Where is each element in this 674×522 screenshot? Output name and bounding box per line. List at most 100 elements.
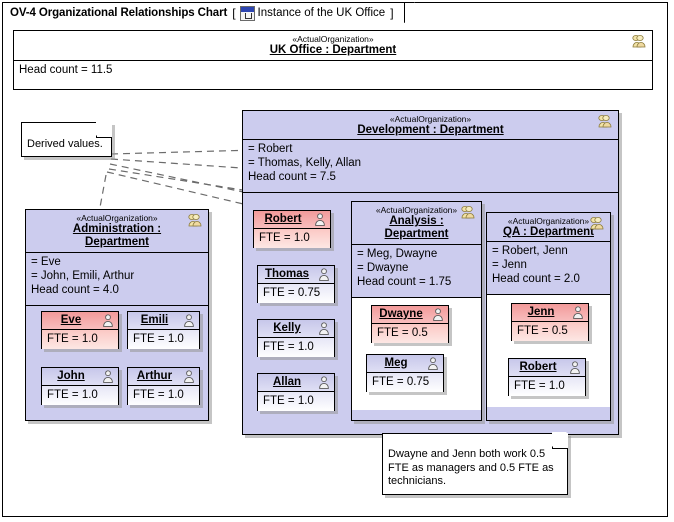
person-name: Meg — [384, 357, 408, 369]
administration-attribute-1: = Eve — [31, 256, 61, 268]
uk-office-stereotype: «ActualOrganization» — [292, 34, 374, 44]
person-figure-icon — [315, 213, 325, 226]
administration-attribute-3: Head count = 4.0 — [31, 284, 119, 296]
person-figure-icon — [433, 308, 443, 321]
person-box-meg[interactable]: Meg FTE = 0.75 — [366, 354, 444, 392]
person-name: John — [57, 370, 85, 382]
bracket-open: [ — [232, 6, 236, 20]
note-text: Derived values. — [27, 138, 103, 150]
qa-attribute-1: = Robert, Jenn — [492, 245, 568, 257]
person-box-robert-dev[interactable]: Robert FTE = 1.0 — [253, 210, 331, 248]
person-box-dwayne[interactable]: Dwayne FTE = 0.5 — [371, 305, 449, 343]
note-text: Dwayne and Jenn both work 0.5 FTE as man… — [388, 448, 554, 487]
organization-group-icon — [598, 115, 612, 128]
analysis-header: «ActualOrganization» Analysis : Departme… — [352, 202, 481, 245]
person-header: Eve — [42, 312, 118, 330]
development-stereotype: «ActualOrganization» — [389, 114, 472, 124]
analysis-name-line1: Analysis : — [389, 215, 444, 227]
person-box-kelly[interactable]: Kelly FTE = 1.0 — [257, 319, 335, 357]
person-fte: FTE = 1.0 — [258, 338, 334, 357]
person-header: Kelly — [258, 320, 334, 338]
org-box-uk-office[interactable]: «ActualOrganization» UK Office : Departm… — [13, 30, 653, 90]
person-fte: FTE = 1.0 — [128, 386, 199, 405]
person-name: Allan — [272, 376, 302, 388]
person-figure-icon — [103, 370, 113, 383]
person-header: John — [42, 368, 118, 386]
administration-attributes: = Eve = John, Emili, Arthur Head count =… — [26, 253, 208, 306]
qa-header: «ActualOrganization» QA : Department — [487, 213, 610, 242]
person-name: Eve — [60, 314, 82, 326]
analysis-name-line2: Department — [384, 228, 449, 240]
person-header: Jenn — [512, 304, 588, 322]
person-figure-icon — [319, 268, 329, 281]
analysis-attribute-2: = Dwayne — [357, 262, 409, 274]
development-attribute-3: Head count = 7.5 — [248, 171, 336, 183]
person-header: Robert — [254, 211, 330, 229]
person-figure-icon — [184, 370, 194, 383]
analysis-attribute-3: Head count = 1.75 — [357, 276, 452, 288]
person-fte: FTE = 0.75 — [367, 373, 443, 392]
person-box-eve[interactable]: Eve FTE = 1.0 — [41, 311, 119, 349]
development-name: Development : Department — [357, 124, 504, 136]
person-fte: FTE = 1.0 — [254, 229, 330, 248]
person-box-emili[interactable]: Emili FTE = 1.0 — [127, 311, 200, 349]
analysis-stereotype: «ActualOrganization» — [375, 205, 458, 215]
person-header: Meg — [367, 355, 443, 373]
person-box-allan[interactable]: Allan FTE = 1.0 — [257, 373, 335, 411]
analysis-attribute-1: = Meg, Dwayne — [357, 248, 438, 260]
person-box-arthur[interactable]: Arthur FTE = 1.0 — [127, 367, 200, 405]
administration-name-line1: Administration : — [72, 223, 162, 235]
instance-label: Instance of the UK Office — [257, 7, 386, 19]
person-box-thomas[interactable]: Thomas FTE = 0.75 — [257, 265, 335, 303]
organization-group-icon — [632, 35, 646, 48]
person-box-robert-qa[interactable]: Robert FTE = 1.0 — [508, 358, 586, 396]
person-header: Dwayne — [372, 306, 448, 324]
person-header: Thomas — [258, 266, 334, 284]
person-fte: FTE = 1.0 — [42, 330, 118, 349]
administration-stereotype: «ActualOrganization» — [76, 213, 158, 223]
organization-group-icon — [188, 214, 202, 227]
qa-attribute-3: Head count = 2.0 — [492, 273, 580, 285]
person-name: Kelly — [273, 322, 301, 334]
person-name: Emili — [140, 314, 169, 326]
person-figure-icon — [319, 322, 329, 335]
person-name: Robert — [519, 361, 557, 373]
diagram-title-tab: OV-4 Organizational Relationships Chart … — [2, 2, 415, 24]
person-name: Thomas — [264, 268, 310, 280]
person-fte: FTE = 1.0 — [128, 330, 199, 349]
person-name: Dwayne — [379, 308, 423, 320]
qa-attribute-2: = Jenn — [492, 259, 527, 271]
analysis-attributes: = Meg, Dwayne = Dwayne Head count = 1.75 — [352, 245, 481, 298]
person-fte: FTE = 0.75 — [258, 284, 334, 303]
administration-attribute-2: = John, Emili, Arthur — [31, 270, 135, 282]
person-box-john[interactable]: John FTE = 1.0 — [41, 367, 119, 405]
person-name: Jenn — [527, 306, 555, 318]
person-fte: FTE = 0.5 — [512, 322, 588, 341]
person-name: Robert — [264, 213, 302, 225]
person-header: Emili — [128, 312, 199, 330]
derived-values-note[interactable]: Derived values. — [21, 121, 112, 157]
note-fold-corner — [96, 121, 112, 138]
person-figure-icon — [428, 357, 438, 370]
development-attribute-2: = Thomas, Kelly, Allan — [248, 157, 362, 169]
person-fte: FTE = 1.0 — [42, 386, 118, 405]
person-figure-icon — [573, 306, 583, 319]
bracket-close: ] — [390, 6, 394, 20]
instance-diagram-icon — [239, 5, 255, 21]
person-name: Arthur — [136, 370, 173, 382]
person-fte: FTE = 1.0 — [258, 392, 334, 411]
person-figure-icon — [103, 314, 113, 327]
qa-stereotype: «ActualOrganization» — [507, 216, 590, 226]
uk-office-attribute-headcount: Head count = 11.5 — [19, 64, 113, 76]
organization-group-icon — [590, 217, 604, 230]
person-box-jenn[interactable]: Jenn FTE = 0.5 — [511, 303, 589, 341]
development-header: «ActualOrganization» Development : Depar… — [243, 111, 618, 140]
note-fold-corner — [552, 432, 568, 449]
uk-office-header: «ActualOrganization» UK Office : Departm… — [14, 31, 652, 61]
person-figure-icon — [184, 314, 194, 327]
person-figure-icon — [570, 361, 580, 374]
fte-explanation-note[interactable]: Dwayne and Jenn both work 0.5 FTE as man… — [382, 432, 568, 495]
administration-header: «ActualOrganization» Administration : De… — [26, 210, 208, 253]
qa-name: QA : Department — [503, 226, 594, 238]
